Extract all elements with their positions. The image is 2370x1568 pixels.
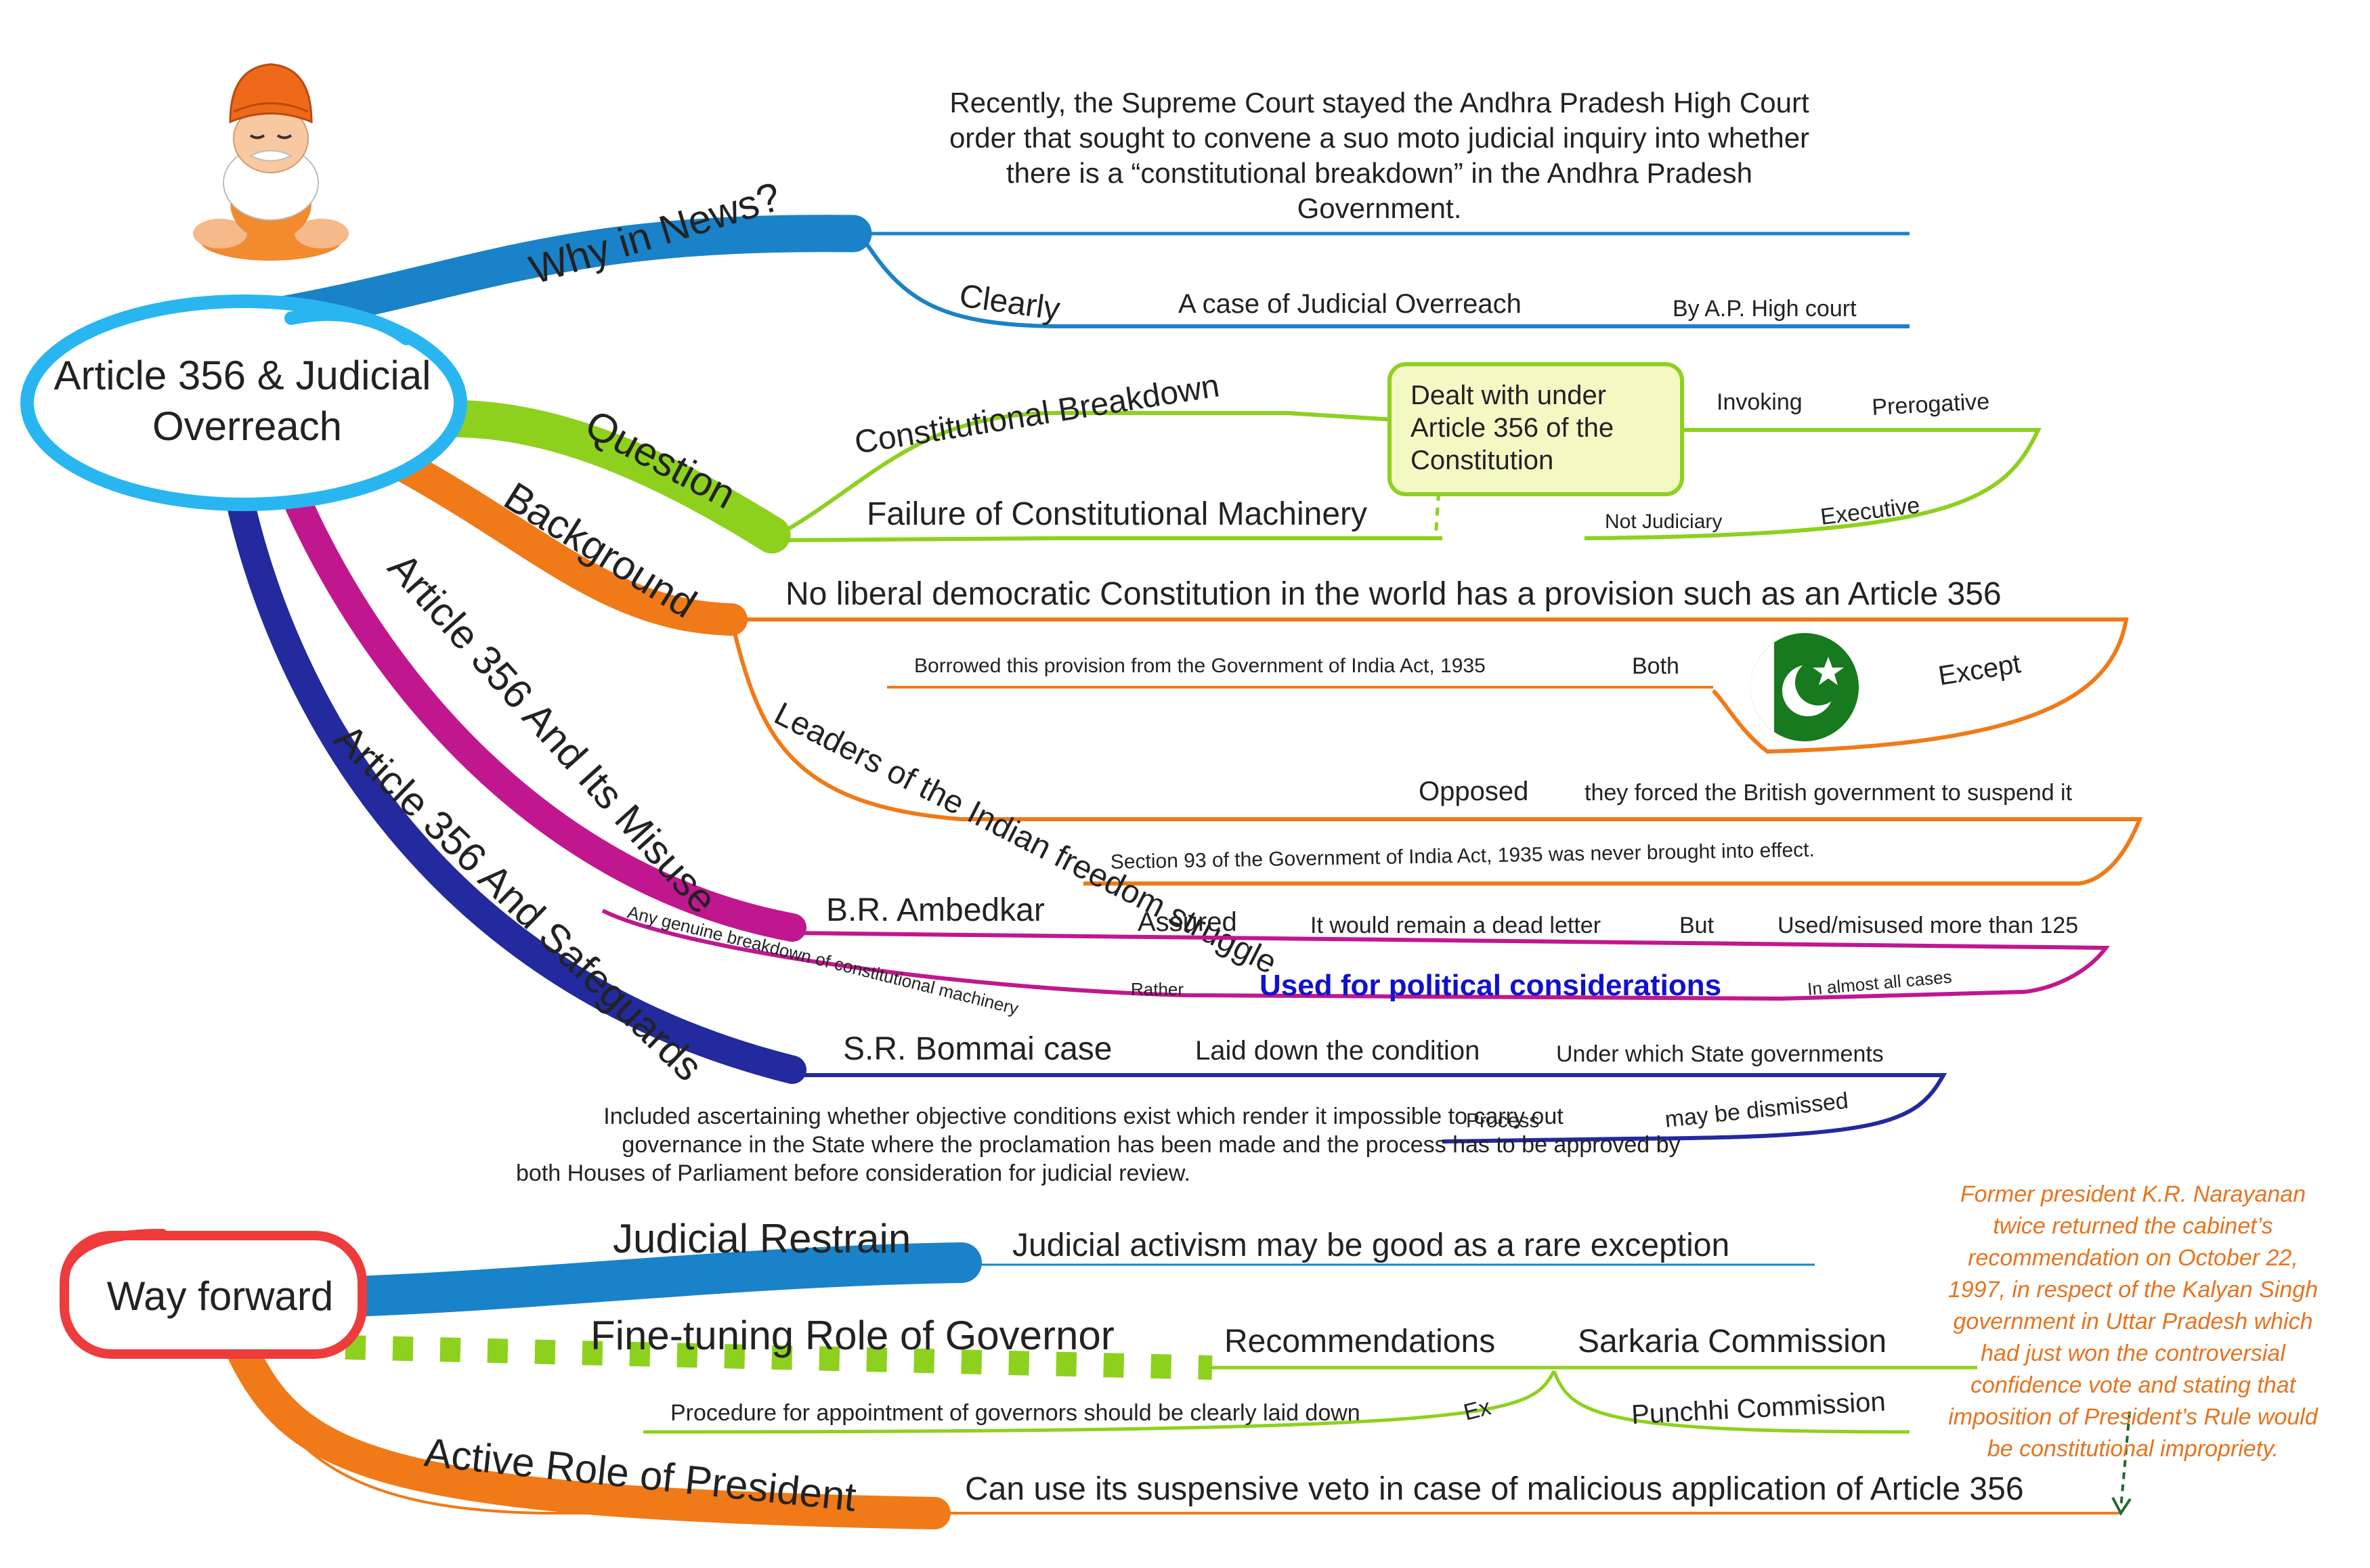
branch-label-safeguards: Article 356 And Safeguards bbox=[326, 715, 712, 1089]
label-used-125: Used/misused more than 125 bbox=[1778, 913, 2078, 938]
side-note-line5: government in Uttar Pradesh which bbox=[1953, 1309, 2312, 1334]
label-forced-suspend: they forced the British government to su… bbox=[1585, 780, 2073, 806]
side-note-line1: Former president K.R. Narayanan bbox=[1960, 1181, 2306, 1207]
news-text-line4: Government. bbox=[1297, 192, 1462, 224]
label-procedure-governors: Procedure for appointment of governors s… bbox=[670, 1400, 1360, 1426]
label-both: Both bbox=[1632, 653, 1679, 679]
label-fine-tuning-governor: Fine-tuning Role of Governor bbox=[590, 1313, 1115, 1358]
central-title-line2: Overreach bbox=[152, 404, 342, 449]
label-failure-machinery: Failure of Constitutional Machinery bbox=[867, 496, 1367, 532]
pakistan-flag-icon bbox=[1750, 633, 1859, 741]
callout-line1: Dealt with under bbox=[1410, 380, 1606, 410]
news-text-line1: Recently, the Supreme Court stayed the A… bbox=[949, 87, 1809, 118]
label-process: Process bbox=[1466, 1110, 1539, 1132]
label-ex: Ex bbox=[1461, 1394, 1494, 1425]
side-note-line7: confidence vote and stating that bbox=[1970, 1372, 2297, 1398]
safeguards-note-line2: governance in the State where the procla… bbox=[622, 1132, 1680, 1158]
label-but: But bbox=[1679, 913, 1715, 938]
label-judicial-overreach-case: A case of Judicial Overreach bbox=[1178, 289, 1522, 319]
side-note-line9: be constitutional impropriety. bbox=[1987, 1436, 2279, 1462]
label-used-for-political: Used for political considerations bbox=[1259, 969, 1721, 1002]
label-by-ap-high-court: By A.P. High court bbox=[1673, 296, 1857, 322]
label-under-which: Under which State governments bbox=[1556, 1041, 1884, 1067]
news-text-line2: order that sought to convene a suo moto … bbox=[949, 122, 1809, 154]
label-punchhi-commission: Punchhi Commission bbox=[1631, 1387, 1886, 1430]
side-note-line3: recommendation on October 22, bbox=[1968, 1245, 2298, 1271]
label-invoking: Invoking bbox=[1717, 389, 1803, 415]
side-note-line2: twice returned the cabinet’s bbox=[1993, 1213, 2272, 1239]
branch-why-in-news: Why in News? Recently, the Supreme Court… bbox=[524, 87, 1910, 328]
label-dead-letter: It would remain a dead letter bbox=[1310, 913, 1601, 938]
label-borrowed-provision: Borrowed this provision from the Governm… bbox=[914, 655, 1486, 677]
way-forward-title: Way forward bbox=[107, 1273, 334, 1319]
branch-question: Question Constitutional Breakdown Failur… bbox=[578, 362, 2042, 542]
label-assured: Assured bbox=[1138, 907, 1237, 937]
label-may-be-dismissed: may be dismissed bbox=[1664, 1088, 1850, 1133]
central-title-line1: Article 356 & Judicial bbox=[54, 353, 431, 398]
label-judicial-activism: Judicial activism may be good as a rare … bbox=[1012, 1227, 1729, 1263]
side-note-line4: 1997, in respect of the Kalyan Singh bbox=[1948, 1277, 2318, 1303]
label-rather: Rather bbox=[1131, 979, 1184, 999]
central-node: Article 356 & Judicial Overreach bbox=[20, 215, 872, 1084]
label-sarkaria-commission: Sarkaria Commission bbox=[1578, 1324, 1887, 1359]
label-judicial-restrain: Judicial Restrain bbox=[613, 1216, 911, 1261]
callout-line2: Article 356 of the bbox=[1410, 413, 1614, 443]
label-br-ambedkar: B.R. Ambedkar bbox=[826, 892, 1045, 928]
label-not-judiciary: Not Judiciary bbox=[1605, 510, 1722, 533]
sage-mascot-icon bbox=[193, 63, 349, 261]
side-note-narayanan: Former president K.R. Narayanan twice re… bbox=[1948, 1181, 2319, 1462]
label-recommendations: Recommendations bbox=[1224, 1324, 1495, 1359]
label-opposed: Opposed bbox=[1419, 777, 1528, 806]
way-forward-group: Way forward Judicial Restrain Judicial a… bbox=[60, 1216, 2132, 1529]
label-laid-down-condition: Laid down the condition bbox=[1195, 1036, 1480, 1066]
label-suspensive-veto: Can use its suspensive veto in case of m… bbox=[965, 1471, 2024, 1507]
label-no-liberal-constitution: No liberal democratic Constitution in th… bbox=[785, 576, 2002, 612]
label-except: Except bbox=[1937, 649, 2023, 691]
label-prerogative: Prerogative bbox=[1871, 389, 1990, 420]
label-section-93: Section 93 of the Government of India Ac… bbox=[1111, 839, 1815, 873]
safeguards-note-line1: Included ascertaining whether objective … bbox=[603, 1104, 1564, 1129]
side-note-line8: imposition of President’s Rule would bbox=[1948, 1404, 2319, 1430]
callout-article-356-box bbox=[1387, 362, 1684, 496]
callout-line3: Constitution bbox=[1410, 445, 1553, 475]
safeguards-note-line3: both Houses of Parliament before conside… bbox=[516, 1160, 1190, 1186]
side-note-line6: had just won the controversial bbox=[1981, 1341, 2286, 1366]
label-sr-bommai: S.R. Bommai case bbox=[843, 1031, 1112, 1067]
news-text-line3: there is a “constitutional breakdown” in… bbox=[1006, 157, 1752, 189]
